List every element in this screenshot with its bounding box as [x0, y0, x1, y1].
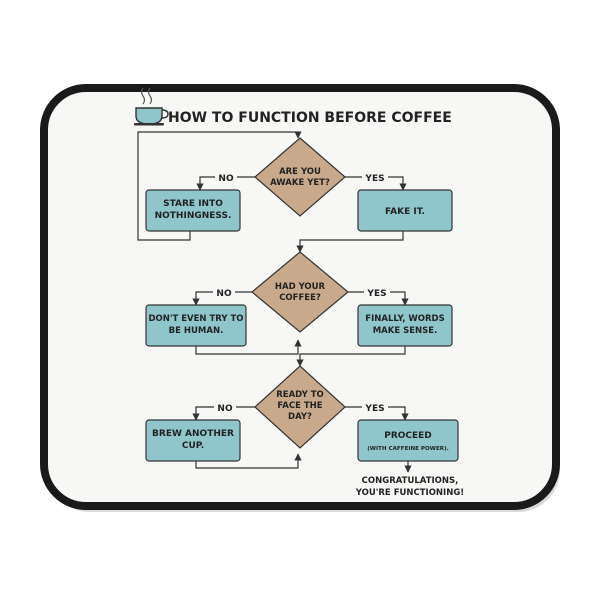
box-text-line: FINALLY, WORDS	[365, 314, 444, 324]
no-label-1: NO	[218, 174, 234, 184]
decision-text-line: HAD YOUR	[275, 282, 326, 292]
decision-coffee: HAD YOUR COFFEE?	[251, 251, 349, 333]
box-subtext: (WITH CAFFEINE POWER).	[367, 446, 449, 452]
no-label-2: NO	[216, 289, 232, 299]
final-text-line: CONGRATULATIONS,	[362, 476, 459, 486]
loop-arrow-2	[195, 339, 302, 355]
box-text-line: DON'T EVEN TRY TO	[148, 314, 243, 324]
final-text-line: YOU'RE FUNCTIONING!	[355, 488, 464, 498]
page-title: HOW TO FUNCTION BEFORE COFFEE	[168, 110, 452, 126]
box-dont-try: DON'T EVEN TRY TO BE HUMAN.	[145, 304, 247, 347]
decision-text-line: ARE YOU	[279, 167, 321, 177]
decision-text-line: DAY?	[288, 412, 312, 422]
loop-arrow-1	[137, 131, 302, 241]
yes-label-1: YES	[364, 174, 384, 184]
box-proceed: PROCEED (WITH CAFFEINE POWER).	[357, 419, 459, 462]
box-text-line: STARE INTO	[163, 199, 223, 209]
final-message: CONGRATULATIONS, YOU'RE FUNCTIONING!	[355, 476, 464, 498]
decision-text-line: COFFEE?	[279, 293, 321, 303]
box-text-line: NOTHINGNESS.	[155, 211, 232, 221]
box-text-line: BE HUMAN.	[169, 326, 224, 336]
decision-text-line: AWAKE YET?	[270, 178, 330, 188]
box-text-line: MAKE SENSE.	[373, 326, 438, 336]
box-brew-another: BREW ANOTHER CUP.	[145, 419, 241, 462]
decision-ready: READY TO FACE THE DAY?	[254, 365, 346, 449]
coffee-cup-icon	[134, 87, 169, 126]
decision-text-line: READY TO	[276, 390, 324, 400]
branch-labels: NO YES NO YES NO YES	[213, 171, 390, 414]
box-text-line: FAKE IT.	[385, 207, 425, 217]
box-stare: STARE INTO NOTHINGNESS.	[145, 189, 241, 232]
box-text-line: PROCEED	[384, 431, 432, 441]
box-text-line: BREW ANOTHER	[152, 429, 234, 439]
loop-arrow-3	[195, 453, 302, 469]
decision-text-line: FACE THE	[277, 401, 322, 411]
next-arrow-2	[296, 346, 406, 367]
decision-awake: ARE YOU AWAKE YET?	[254, 137, 346, 217]
title-group: HOW TO FUNCTION BEFORE COFFEE	[134, 87, 452, 126]
yes-label-2: YES	[366, 289, 386, 299]
yes-label-3: YES	[364, 404, 384, 414]
box-text-line: CUP.	[182, 441, 204, 451]
box-finally-words: FINALLY, WORDS MAKE SENSE.	[357, 304, 453, 347]
box-fake-it: FAKE IT.	[357, 189, 453, 232]
next-arrow-1	[296, 231, 404, 253]
no-label-3: NO	[217, 404, 233, 414]
